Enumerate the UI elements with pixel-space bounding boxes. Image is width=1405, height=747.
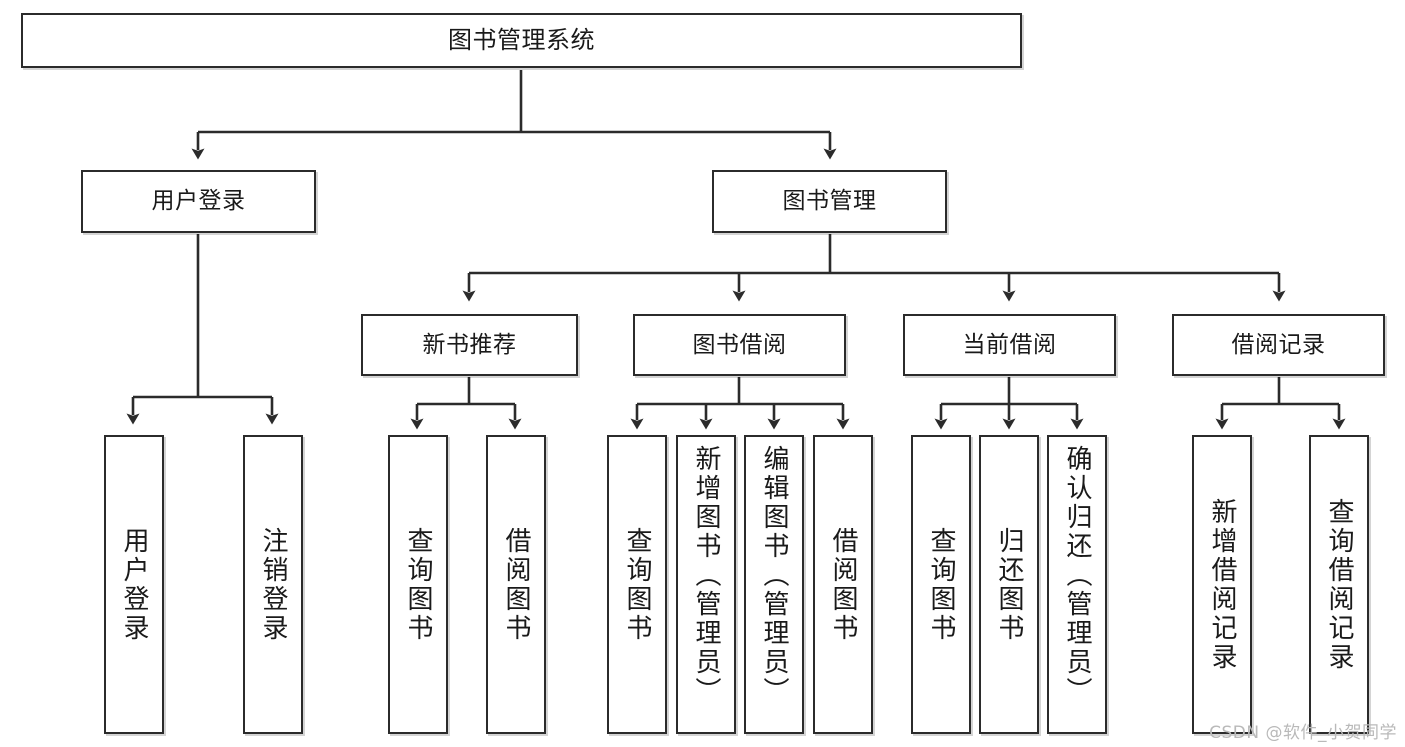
node-leaf-confirm-return[interactable]: 确认归还（管理员） xyxy=(1047,435,1107,734)
node-leaf-logout[interactable]: 注销登录 xyxy=(243,435,303,734)
node-book-management[interactable]: 图书管理 xyxy=(712,170,947,233)
node-label: 用户登录 xyxy=(151,188,246,215)
node-book-borrow[interactable]: 图书借阅 xyxy=(633,314,846,376)
node-leaf-return-book[interactable]: 归还图书 xyxy=(979,435,1039,734)
node-label: 用户登录 xyxy=(119,526,149,643)
node-leaf-query-record[interactable]: 查询借阅记录 xyxy=(1309,435,1369,734)
node-label: 查询图书 xyxy=(622,526,652,643)
node-leaf-query-book-recommend[interactable]: 查询图书 xyxy=(388,435,448,734)
node-label: 新增图书（管理员） xyxy=(691,445,721,706)
node-label: 查询图书 xyxy=(403,526,433,643)
node-label: 借阅记录 xyxy=(1231,331,1326,358)
node-label: 归还图书 xyxy=(994,526,1024,643)
node-label: 注销登录 xyxy=(258,526,288,643)
node-label: 图书管理 xyxy=(782,188,877,215)
node-label: 借阅图书 xyxy=(501,526,531,643)
node-leaf-borrow-book-recommend[interactable]: 借阅图书 xyxy=(486,435,546,734)
node-new-book-recommend[interactable]: 新书推荐 xyxy=(361,314,578,376)
node-root-book-management-system[interactable]: 图书管理系统 xyxy=(21,13,1022,68)
node-leaf-add-book[interactable]: 新增图书（管理员） xyxy=(676,435,736,734)
node-label: 确认归还（管理员） xyxy=(1062,445,1092,706)
node-label: 编辑图书（管理员） xyxy=(759,445,789,706)
node-label: 查询图书 xyxy=(926,526,956,643)
node-label: 当前借阅 xyxy=(962,331,1057,358)
node-leaf-query-book-current[interactable]: 查询图书 xyxy=(911,435,971,734)
node-label: 查询借阅记录 xyxy=(1324,497,1354,672)
node-leaf-edit-book[interactable]: 编辑图书（管理员） xyxy=(744,435,804,734)
node-label: 新书推荐 xyxy=(422,331,517,358)
node-leaf-query-book-borrow[interactable]: 查询图书 xyxy=(607,435,667,734)
node-label: 图书借阅 xyxy=(692,331,787,358)
node-label: 图书管理系统 xyxy=(448,25,595,54)
node-label: 借阅图书 xyxy=(828,526,858,643)
node-leaf-add-record[interactable]: 新增借阅记录 xyxy=(1192,435,1252,734)
csdn-watermark: CSDN @软件_小贺同学 xyxy=(1209,723,1397,743)
node-leaf-user-login[interactable]: 用户登录 xyxy=(104,435,164,734)
node-borrow-record[interactable]: 借阅记录 xyxy=(1172,314,1385,376)
node-current-borrow[interactable]: 当前借阅 xyxy=(903,314,1116,376)
node-user-login[interactable]: 用户登录 xyxy=(81,170,316,233)
node-leaf-borrow-book[interactable]: 借阅图书 xyxy=(813,435,873,734)
node-label: 新增借阅记录 xyxy=(1207,497,1237,672)
